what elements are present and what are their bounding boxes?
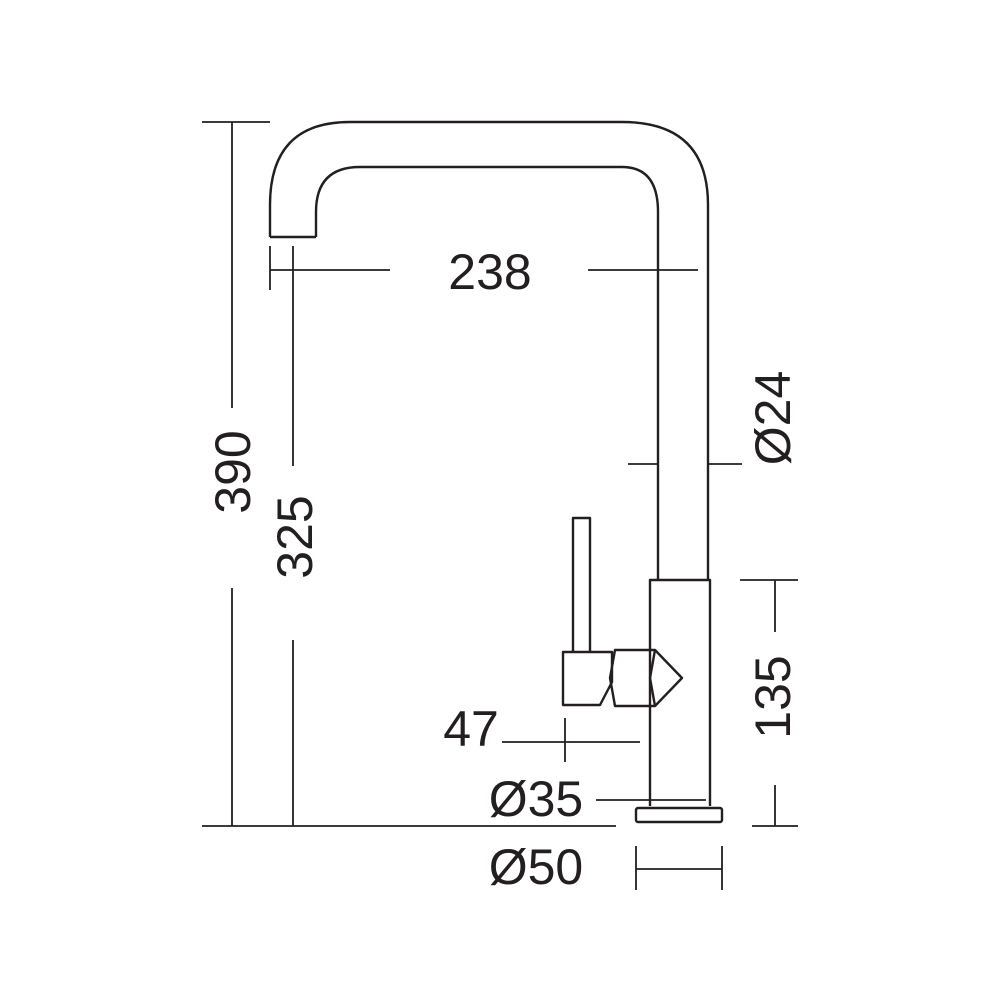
faucet-body xyxy=(648,578,712,806)
label-body-diameter: Ø35 xyxy=(489,771,584,827)
faucet-outline xyxy=(268,120,724,824)
label-body-height: 135 xyxy=(745,655,801,738)
spout-inner-contour xyxy=(314,165,660,580)
handle-block xyxy=(561,650,614,707)
label-total-height: 390 xyxy=(205,430,261,513)
cartridge-knob xyxy=(608,648,684,708)
spout-outer-contour xyxy=(268,120,710,580)
cartridge-knob-edge-lower xyxy=(648,677,657,707)
label-tube-diameter: Ø24 xyxy=(745,371,801,466)
dimension-labels: 390 325 238 Ø24 135 47 Ø35 Ø50 xyxy=(205,244,801,895)
label-handle-offset: 47 xyxy=(443,701,499,757)
label-spout-height: 325 xyxy=(267,495,323,578)
label-spout-reach: 238 xyxy=(448,244,531,300)
label-base-diameter: Ø50 xyxy=(489,839,584,895)
handle-lever xyxy=(571,516,592,652)
base-plate xyxy=(634,806,724,824)
dimension-lines xyxy=(202,121,798,890)
cartridge-knob-edge xyxy=(648,649,657,679)
